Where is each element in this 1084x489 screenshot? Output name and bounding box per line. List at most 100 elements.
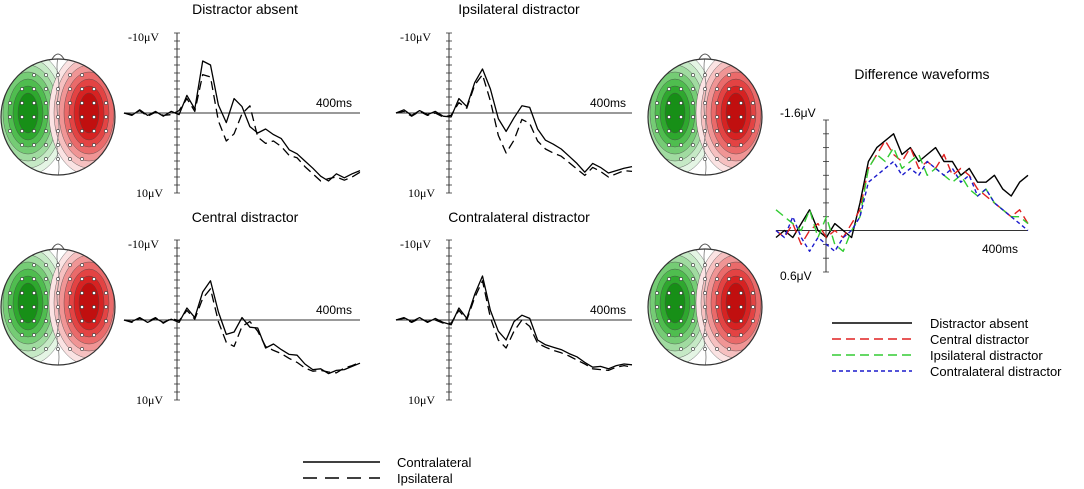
electrode [691,87,695,91]
electrode [80,305,84,309]
electrode [727,101,731,105]
electrode [68,347,72,351]
electrode [715,277,719,281]
difference-line [775,146,1029,252]
electrode [739,143,743,147]
electrode [667,143,671,147]
electrode [68,101,72,105]
head-outline [0,58,116,176]
electrode [691,333,695,337]
green-contour [664,282,686,324]
electrode [32,319,36,323]
electrode [739,305,743,309]
electrode [80,347,84,351]
electrode [68,305,72,309]
electrode [56,305,60,309]
electrode [44,305,48,309]
electrode [739,115,743,119]
electrode [32,101,36,105]
electrode [703,101,707,105]
electrode [727,87,731,91]
electrode [751,129,755,133]
electrode [715,319,719,323]
electrode [727,73,731,77]
electrode [8,319,12,323]
electrode [751,305,755,309]
difference-line [775,133,1029,239]
scalp-fill [648,249,762,365]
red-contour [78,282,100,324]
electrode [703,277,707,281]
difference-line [775,140,1029,246]
electrode [32,157,36,161]
electrode [739,277,743,281]
electrode [92,87,96,91]
electrode [56,277,60,281]
electrode [739,333,743,337]
electrode [679,277,683,281]
electrode [679,263,683,267]
electrode [20,305,24,309]
electrode [80,277,84,281]
electrode [679,291,683,295]
electrode [8,101,12,105]
scalp-fill [1,59,115,175]
ipsilateral-line [123,288,361,374]
electrode [691,291,695,295]
red-contour [725,282,747,324]
y-bottom-label: 10μV [136,186,163,200]
electrode [8,305,12,309]
electrode [68,319,72,323]
electrode [20,277,24,281]
electrode [691,129,695,133]
electrode [727,291,731,295]
panel-title: Contralateral distractor [448,209,590,225]
electrode [44,319,48,323]
head-outline [0,248,116,366]
y-bottom-label: 0.6μV [780,269,812,283]
contralateral-line [395,275,633,370]
legend-label: Contralateral distractor [930,364,1062,379]
y-bottom-label: 10μV [408,393,435,407]
red-contour [725,92,747,134]
electrode [715,143,719,147]
electrode [727,115,731,119]
legend-ipsilateral: Ipsilateral [397,471,453,486]
electrode [655,319,659,323]
electrode [727,263,731,267]
contralateral-line [123,280,361,375]
electrode [44,291,48,295]
electrode [32,87,36,91]
electrode [68,291,72,295]
y-top-label: -10μV [128,237,159,251]
y-top-label: -10μV [400,30,431,44]
electrode [32,277,36,281]
electrode [92,291,96,295]
electrode [56,143,60,147]
scalp-fill [648,59,762,175]
electrode [68,129,72,133]
difference-panel: Difference waveforms-1.6μV0.6μV400msDist… [775,66,1062,379]
panel-title: Central distractor [192,209,299,225]
electrode [104,291,108,295]
electrode [44,333,48,337]
electrode [679,347,683,351]
electrode [32,333,36,337]
scalp-map-2 [647,53,763,176]
electrode [20,319,24,323]
electrode [92,115,96,119]
y-top-label: -10μV [400,237,431,251]
electrode [655,305,659,309]
electrode [92,277,96,281]
electrode [56,73,60,77]
electrode [80,333,84,337]
electrode [44,73,48,77]
scalp-map-3 [0,243,116,366]
electrode [739,87,743,91]
electrode [691,347,695,351]
y-bottom-label: 10μV [136,393,163,407]
electrode [703,157,707,161]
scalp-fill [1,249,115,365]
